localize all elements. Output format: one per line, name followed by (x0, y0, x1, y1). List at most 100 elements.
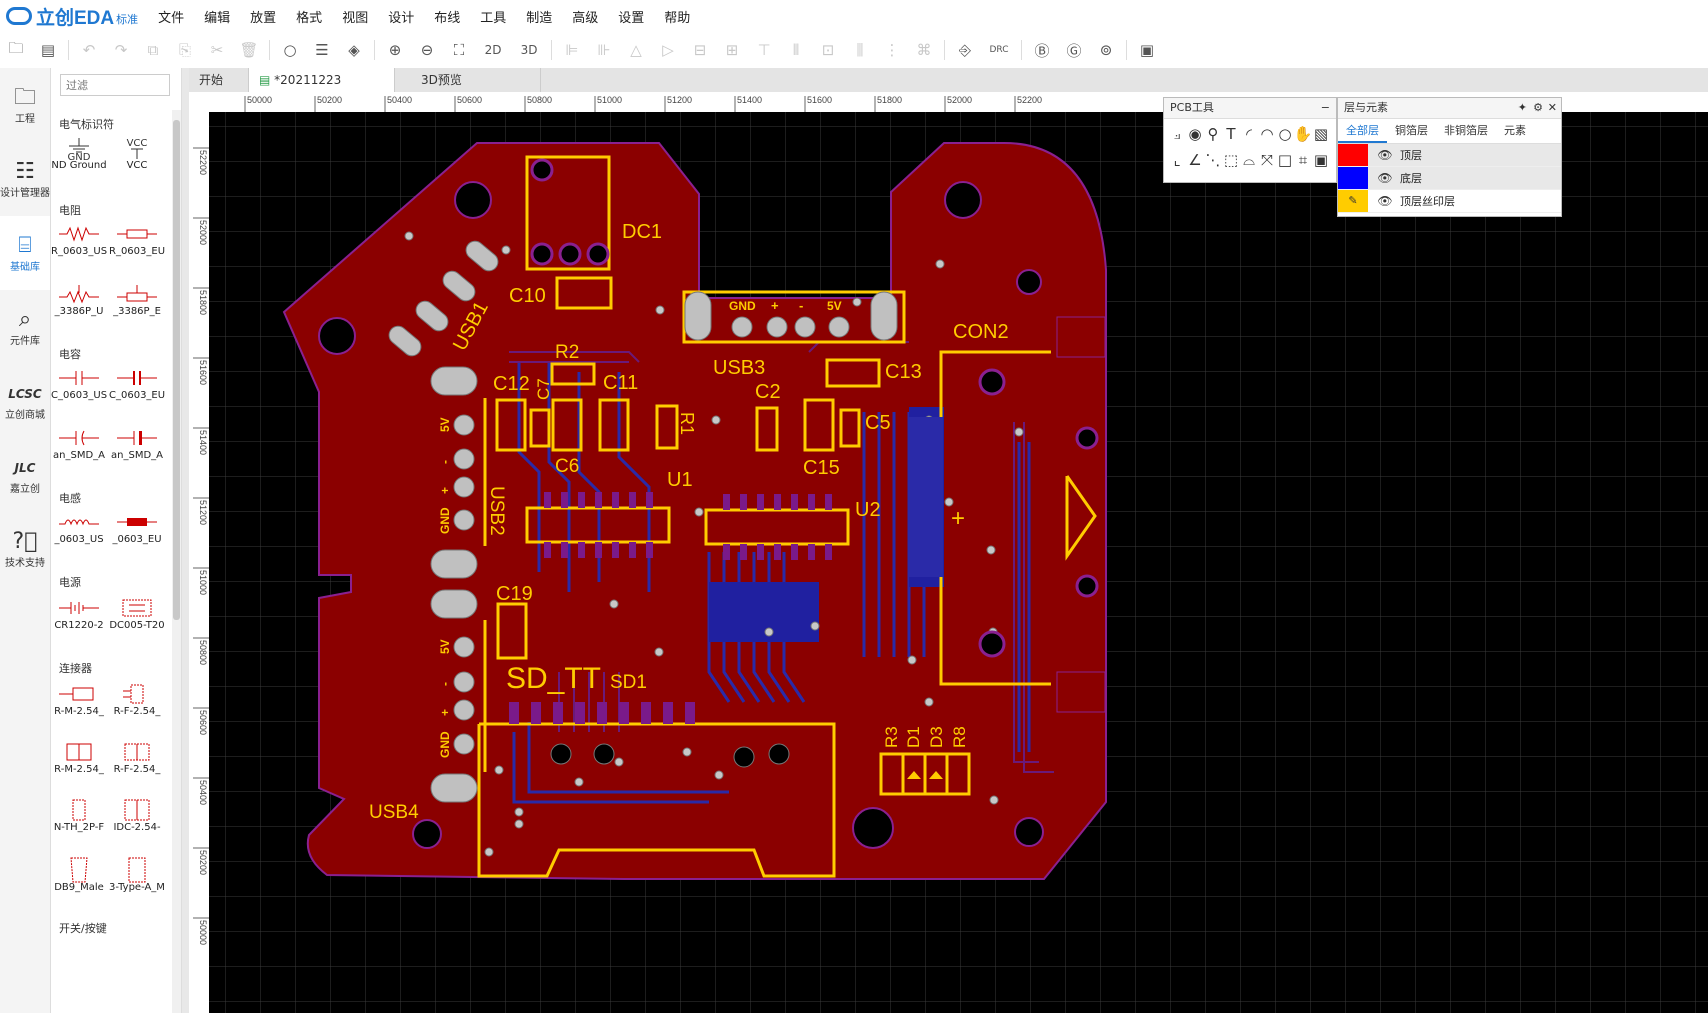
eye-icon[interactable]: 👁 (1377, 171, 1393, 185)
lib-item-resistor-eu[interactable]: R_0603_EU (109, 222, 165, 262)
nav-component-library[interactable]: ⌕ 元件库 (0, 290, 50, 364)
lib-item-tantalum-a[interactable]: an_SMD_A (51, 426, 107, 466)
save-icon[interactable]: ▤ (40, 41, 56, 59)
align-left-icon[interactable]: ⊫ (565, 41, 579, 59)
find-similar-icon[interactable]: ☰ (315, 41, 329, 59)
connect-pad-icon[interactable]: ⌞ (1173, 151, 1181, 169)
clear-icon[interactable]: ◈ (348, 41, 360, 59)
menu-view[interactable]: 视图 (342, 10, 369, 26)
tab-copper-layers[interactable]: 铜箔层 (1395, 124, 1428, 137)
find-icon[interactable]: ○ (283, 41, 297, 59)
align-right-icon[interactable]: ⊪ (597, 41, 611, 59)
tab-all-layers[interactable]: 全部层 (1338, 119, 1387, 143)
align-bottom-icon[interactable]: ▷ (662, 41, 674, 59)
import-changes-icon[interactable]: ⎆ (958, 41, 971, 59)
tab-non-copper-layers[interactable]: 非铜箔层 (1444, 124, 1488, 137)
pcb-canvas[interactable]: DC1 C10 USB1 GND + - 5V USB3 R2 (209, 112, 1708, 1013)
library-scroll-thumb[interactable] (173, 120, 180, 620)
arc-icon[interactable]: ◜ (1246, 125, 1252, 143)
menu-advanced[interactable]: 高级 (572, 10, 599, 26)
tab-pcb[interactable]: ▤ *20211223 (249, 68, 395, 92)
lib-item-pot-eu[interactable]: _3386P_E (109, 282, 165, 322)
align-top-icon[interactable]: △ (630, 41, 642, 59)
lib-item-header-f-1[interactable]: R-F-2.54_ (109, 682, 165, 722)
lib-item-header-m-1[interactable]: R-M-2.54_ (51, 682, 107, 722)
equal-spacing-v-icon[interactable]: ⋮ (884, 41, 900, 59)
tab-3d-preview[interactable]: 3D预览 (395, 68, 541, 92)
zoom-in-icon[interactable]: ⊕ (388, 41, 402, 59)
menu-settings[interactable]: 设置 (618, 10, 645, 26)
pan-hand-icon[interactable]: ✋ (1293, 125, 1313, 143)
menu-design[interactable]: 设计 (388, 10, 415, 26)
circle-icon[interactable]: ○ (1278, 125, 1292, 143)
layer-color-swatch[interactable] (1338, 144, 1368, 166)
nav-basic-library[interactable]: ⌸ 基础库 (0, 216, 50, 290)
lib-item-dc-jack[interactable]: DC005-T20 (109, 596, 165, 636)
group-icon[interactable]: ⌘ (916, 41, 932, 59)
lib-item-idc[interactable]: IDC-2.54- (109, 798, 165, 838)
pencil-icon[interactable]: ✎ (1338, 190, 1368, 212)
tab-elements[interactable]: 元素 (1504, 124, 1526, 137)
menu-edit[interactable]: 编辑 (204, 10, 231, 26)
image-export-icon[interactable]: ▣ (1139, 41, 1155, 59)
lib-item-battery[interactable]: CR1220-2 (51, 596, 107, 636)
track-icon[interactable]: ⟓ (1173, 125, 1181, 143)
equal-spacing-h-icon[interactable]: ⫼ (856, 41, 864, 59)
lib-item-capacitor-us[interactable]: C_0603_US (51, 366, 107, 406)
nav-design-manager[interactable]: ☷ 设计管理器 (0, 142, 50, 216)
lib-item-terminal[interactable]: N-TH_2P-F (51, 798, 107, 838)
layer-row-bottom[interactable]: 👁 底层 (1338, 167, 1561, 190)
align-center-v-icon[interactable]: ⊞ (725, 41, 739, 59)
layer-color-swatch[interactable] (1338, 167, 1368, 189)
view-3d-button[interactable]: 3D (520, 43, 538, 57)
cut-icon[interactable]: ✂ (210, 41, 224, 59)
canvas-origin-icon[interactable]: ⌗ (1298, 151, 1308, 169)
export-icon[interactable]: ⊚ (1099, 41, 1113, 59)
menu-route[interactable]: 布线 (434, 10, 461, 26)
app-logo[interactable]: 立创EDA 标准 (6, 3, 138, 30)
fit-view-icon[interactable]: ⛶ (453, 41, 465, 59)
bom-icon[interactable]: Ⓑ (1034, 41, 1050, 60)
image-icon[interactable]: ▧ (1313, 125, 1329, 143)
layout-icon[interactable]: ▣ (1313, 151, 1329, 169)
rectangle-icon[interactable]: □ (1277, 151, 1293, 169)
measure-icon[interactable]: ⋱ (1205, 151, 1221, 169)
minimize-icon[interactable]: − (1320, 101, 1330, 114)
gear-icon[interactable]: ⚙ (1533, 101, 1543, 114)
lib-item-tantalum-b[interactable]: an_SMD_A (109, 426, 165, 466)
copper-area-icon[interactable]: ⬚ (1223, 151, 1239, 169)
menu-help[interactable]: 帮助 (664, 10, 691, 26)
menu-place[interactable]: 放置 (250, 10, 277, 26)
gerber-icon[interactable]: Ⓖ (1066, 41, 1082, 60)
text-icon[interactable]: T (1226, 125, 1236, 143)
lib-item-inductor-eu[interactable]: _0603_EU (109, 510, 165, 550)
eye-icon[interactable]: 👁 (1377, 194, 1393, 208)
lib-item-vcc[interactable]: VCC VCC (109, 136, 165, 176)
close-icon[interactable]: ✕ (1547, 101, 1557, 114)
lib-item-capacitor-eu[interactable]: C_0603_EU (109, 366, 165, 406)
menu-tools[interactable]: 工具 (480, 10, 507, 26)
lib-item-gnd[interactable]: GND ND Ground (51, 136, 107, 176)
distribute-h-icon[interactable]: ⫴ (792, 41, 800, 59)
nav-jlc[interactable]: JLC 嘉立创 (0, 438, 50, 512)
panel-splitter[interactable] (181, 68, 190, 1013)
pin-icon[interactable]: ✦ (1517, 101, 1527, 114)
align-grid-icon[interactable]: ⊤ (757, 41, 771, 59)
paste-icon[interactable]: ⎘ (178, 41, 191, 59)
layers-title[interactable]: 层与元素 ✦ ⚙ ✕ (1338, 98, 1561, 119)
lib-item-resistor-us[interactable]: R_0603_US (51, 222, 107, 262)
lib-item-header-f-2[interactable]: R-F-2.54_ (109, 740, 165, 780)
filter-input[interactable] (60, 74, 170, 96)
nav-project[interactable]: 🗀 工程 (0, 68, 50, 142)
hole-icon[interactable]: ⤧ (1260, 151, 1273, 169)
solid-region-icon[interactable]: ⌓ (1243, 151, 1255, 169)
drc-button[interactable]: DRC (989, 45, 1009, 55)
lib-item-pot-us[interactable]: _3386P_U (51, 282, 107, 322)
zoom-out-icon[interactable]: ⊖ (420, 41, 434, 59)
nav-support[interactable]: ?⃝ 技术支持 (0, 512, 50, 586)
arc-center-icon[interactable]: ◠ (1260, 125, 1274, 143)
delete-icon[interactable]: 🗑 (239, 41, 259, 59)
lib-item-usb-a[interactable]: 3-Type-A_M (109, 857, 165, 898)
align-center-h-icon[interactable]: ⊟ (693, 41, 707, 59)
via-icon[interactable]: ⚲ (1207, 125, 1219, 143)
